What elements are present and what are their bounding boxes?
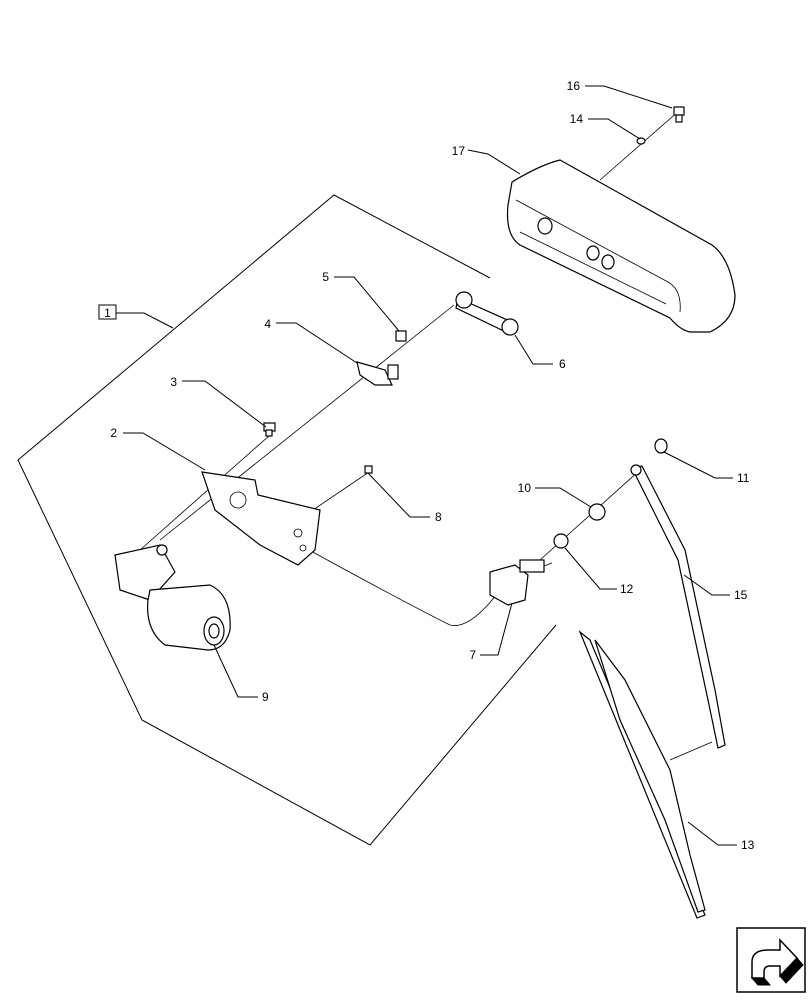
- callout-12[interactable]: 12: [564, 547, 634, 596]
- svg-text:9: 9: [262, 690, 269, 704]
- callout-17[interactable]: 17: [452, 144, 521, 175]
- callout-8[interactable]: 8: [367, 472, 442, 524]
- svg-text:4: 4: [264, 317, 271, 331]
- pivot-housing-7: [489, 559, 553, 606]
- cap-11: [654, 438, 668, 454]
- callout-4[interactable]: 4: [264, 317, 358, 364]
- svg-text:3: 3: [170, 375, 177, 389]
- svg-text:16: 16: [567, 79, 581, 93]
- svg-text:5: 5: [322, 270, 329, 284]
- callout-3[interactable]: 3: [170, 375, 267, 428]
- svg-text:11: 11: [737, 471, 750, 485]
- svg-text:8: 8: [435, 510, 442, 524]
- svg-text:12: 12: [620, 582, 634, 596]
- svg-text:13: 13: [741, 838, 755, 852]
- screw-8: [364, 465, 373, 474]
- screw-3: [263, 422, 276, 437]
- callout-6[interactable]: 6: [514, 334, 566, 371]
- callout-2[interactable]: 2: [110, 426, 206, 471]
- callout-14[interactable]: 14: [570, 112, 641, 140]
- wiper-cover-housing: [506, 159, 736, 333]
- wiper-motor-9: [114, 544, 231, 651]
- svg-text:15: 15: [734, 588, 748, 602]
- linkage-rod-6: [455, 291, 519, 336]
- callout-13[interactable]: 13: [687, 821, 755, 852]
- svg-text:7: 7: [469, 648, 476, 662]
- wiper-arm-15: [630, 464, 726, 749]
- next-page-arrow-icon[interactable]: [736, 927, 806, 993]
- callout-7[interactable]: 7: [469, 602, 513, 662]
- callout-11[interactable]: 11: [663, 451, 750, 485]
- mounting-plate-2: [201, 471, 321, 566]
- washer-14: [636, 137, 646, 145]
- assembly-outline: [17, 194, 557, 846]
- svg-text:2: 2: [110, 426, 117, 440]
- svg-text:14: 14: [570, 112, 584, 126]
- bolt-16: [673, 106, 685, 123]
- svg-text:6: 6: [559, 357, 566, 371]
- svg-text:10: 10: [518, 481, 532, 495]
- callout-5[interactable]: 5: [322, 270, 400, 332]
- assembly-label[interactable]: 1: [98, 304, 174, 329]
- wiper-blade-13: [578, 630, 713, 919]
- callout-9[interactable]: 9: [213, 644, 269, 704]
- svg-text:17: 17: [452, 144, 466, 158]
- bracket-4: [356, 361, 399, 386]
- nut-5: [395, 330, 407, 342]
- callout-16[interactable]: 16: [567, 79, 673, 109]
- callout-10[interactable]: 10: [518, 481, 592, 508]
- assembly-label-text: 1: [104, 306, 111, 320]
- callout-15[interactable]: 15: [683, 574, 748, 602]
- washer-10: [588, 503, 606, 521]
- washer-12: [553, 533, 569, 549]
